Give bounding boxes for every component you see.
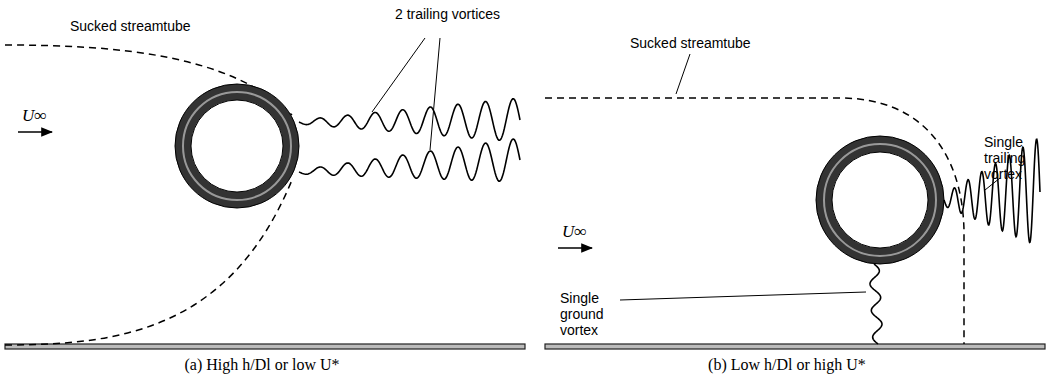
caption: (b) Low h/Dl or high U* [708,356,866,374]
annotation-label: Sucked streamtube [70,18,230,34]
vortex-line [870,264,882,344]
annotation-label: U∞ [562,222,602,242]
ground-plane [5,344,1045,349]
flow-arrow [18,131,52,133]
streamtube [5,45,964,345]
vortex-line [299,139,520,181]
annotation-label: Sucked streamtube [630,35,790,51]
flow-arrow [558,247,592,249]
annotation-label: U∞ [22,106,62,126]
ring [175,84,299,208]
annotation-label: 2 trailing vortices [395,6,545,22]
annotation-label: Single ground vortex [560,290,640,338]
vortex-line [299,99,520,140]
annotation-label: Single trailing vortex [984,134,1046,182]
ring [816,136,944,264]
caption: (a) High h/Dl or low U* [184,356,339,374]
